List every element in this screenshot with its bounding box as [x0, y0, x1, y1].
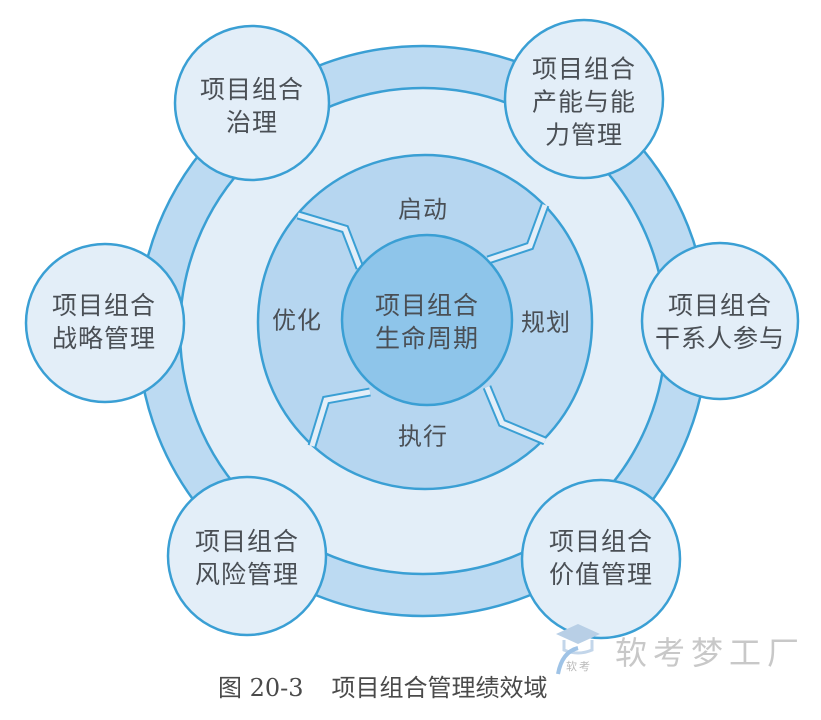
- domain-label-line: 项目组合: [548, 527, 654, 556]
- domain-label-line: 项目组合: [531, 54, 637, 84]
- domain-label-line: 力管理: [544, 120, 624, 150]
- domain-label-strategy: 项目组合 战略管理: [52, 289, 156, 355]
- domain-circle-risk: [166, 475, 328, 637]
- domain-circle-capacity: [503, 18, 665, 180]
- center-label-line1: 项目组合: [374, 291, 480, 320]
- phase-label-execute: 执行: [398, 422, 448, 451]
- center-label: 项目组合 生命周期: [375, 289, 479, 355]
- domain-label-line: 产能与能: [531, 87, 637, 117]
- domain-label-line: 项目组合: [51, 291, 157, 320]
- domain-label-governance: 项目组合 治理: [200, 73, 304, 139]
- domain-circle-stakeholder: [640, 241, 800, 401]
- phase-label-optimize: 优化: [272, 306, 322, 335]
- figure-caption-title: 项目组合管理绩效域: [331, 674, 548, 702]
- domain-circle-strategy: [24, 242, 186, 404]
- phase-separators: [296, 203, 550, 448]
- figure-caption-number: 图 20-3: [218, 674, 304, 702]
- domain-label-capacity: 项目组合 产能与能 力管理: [532, 53, 636, 152]
- domain-label-value: 项目组合 价值管理: [549, 525, 653, 591]
- domain-label-line: 价值管理: [548, 560, 654, 589]
- domain-circle-governance: [173, 24, 331, 182]
- watermark-logo-icon: [556, 624, 600, 675]
- domain-label-line: 战略管理: [51, 324, 157, 353]
- watermark-small-text: 软考: [566, 660, 592, 673]
- domain-label-risk: 项目组合 风险管理: [195, 525, 299, 591]
- domain-label-line: 风险管理: [194, 560, 300, 589]
- domain-label-line: 项目组合: [667, 291, 773, 320]
- domain-label-line: 项目组合: [199, 75, 305, 104]
- phase-label-plan: 规划: [521, 308, 571, 337]
- domain-label-stakeholder: 项目组合 干系人参与: [655, 289, 785, 355]
- phase-label-initiate: 启动: [398, 195, 448, 224]
- domain-circle-value: [520, 478, 682, 640]
- center-label-line2: 生命周期: [374, 324, 480, 353]
- domain-label-line: 治理: [225, 108, 279, 137]
- domain-label-line: 干系人参与: [654, 324, 786, 353]
- figure-caption: 图 20-3 项目组合管理绩效域: [218, 668, 548, 703]
- domain-label-line: 项目组合: [194, 527, 300, 556]
- watermark-text: 软考梦工厂: [615, 634, 806, 672]
- lifecycle-center-circle: [340, 233, 514, 407]
